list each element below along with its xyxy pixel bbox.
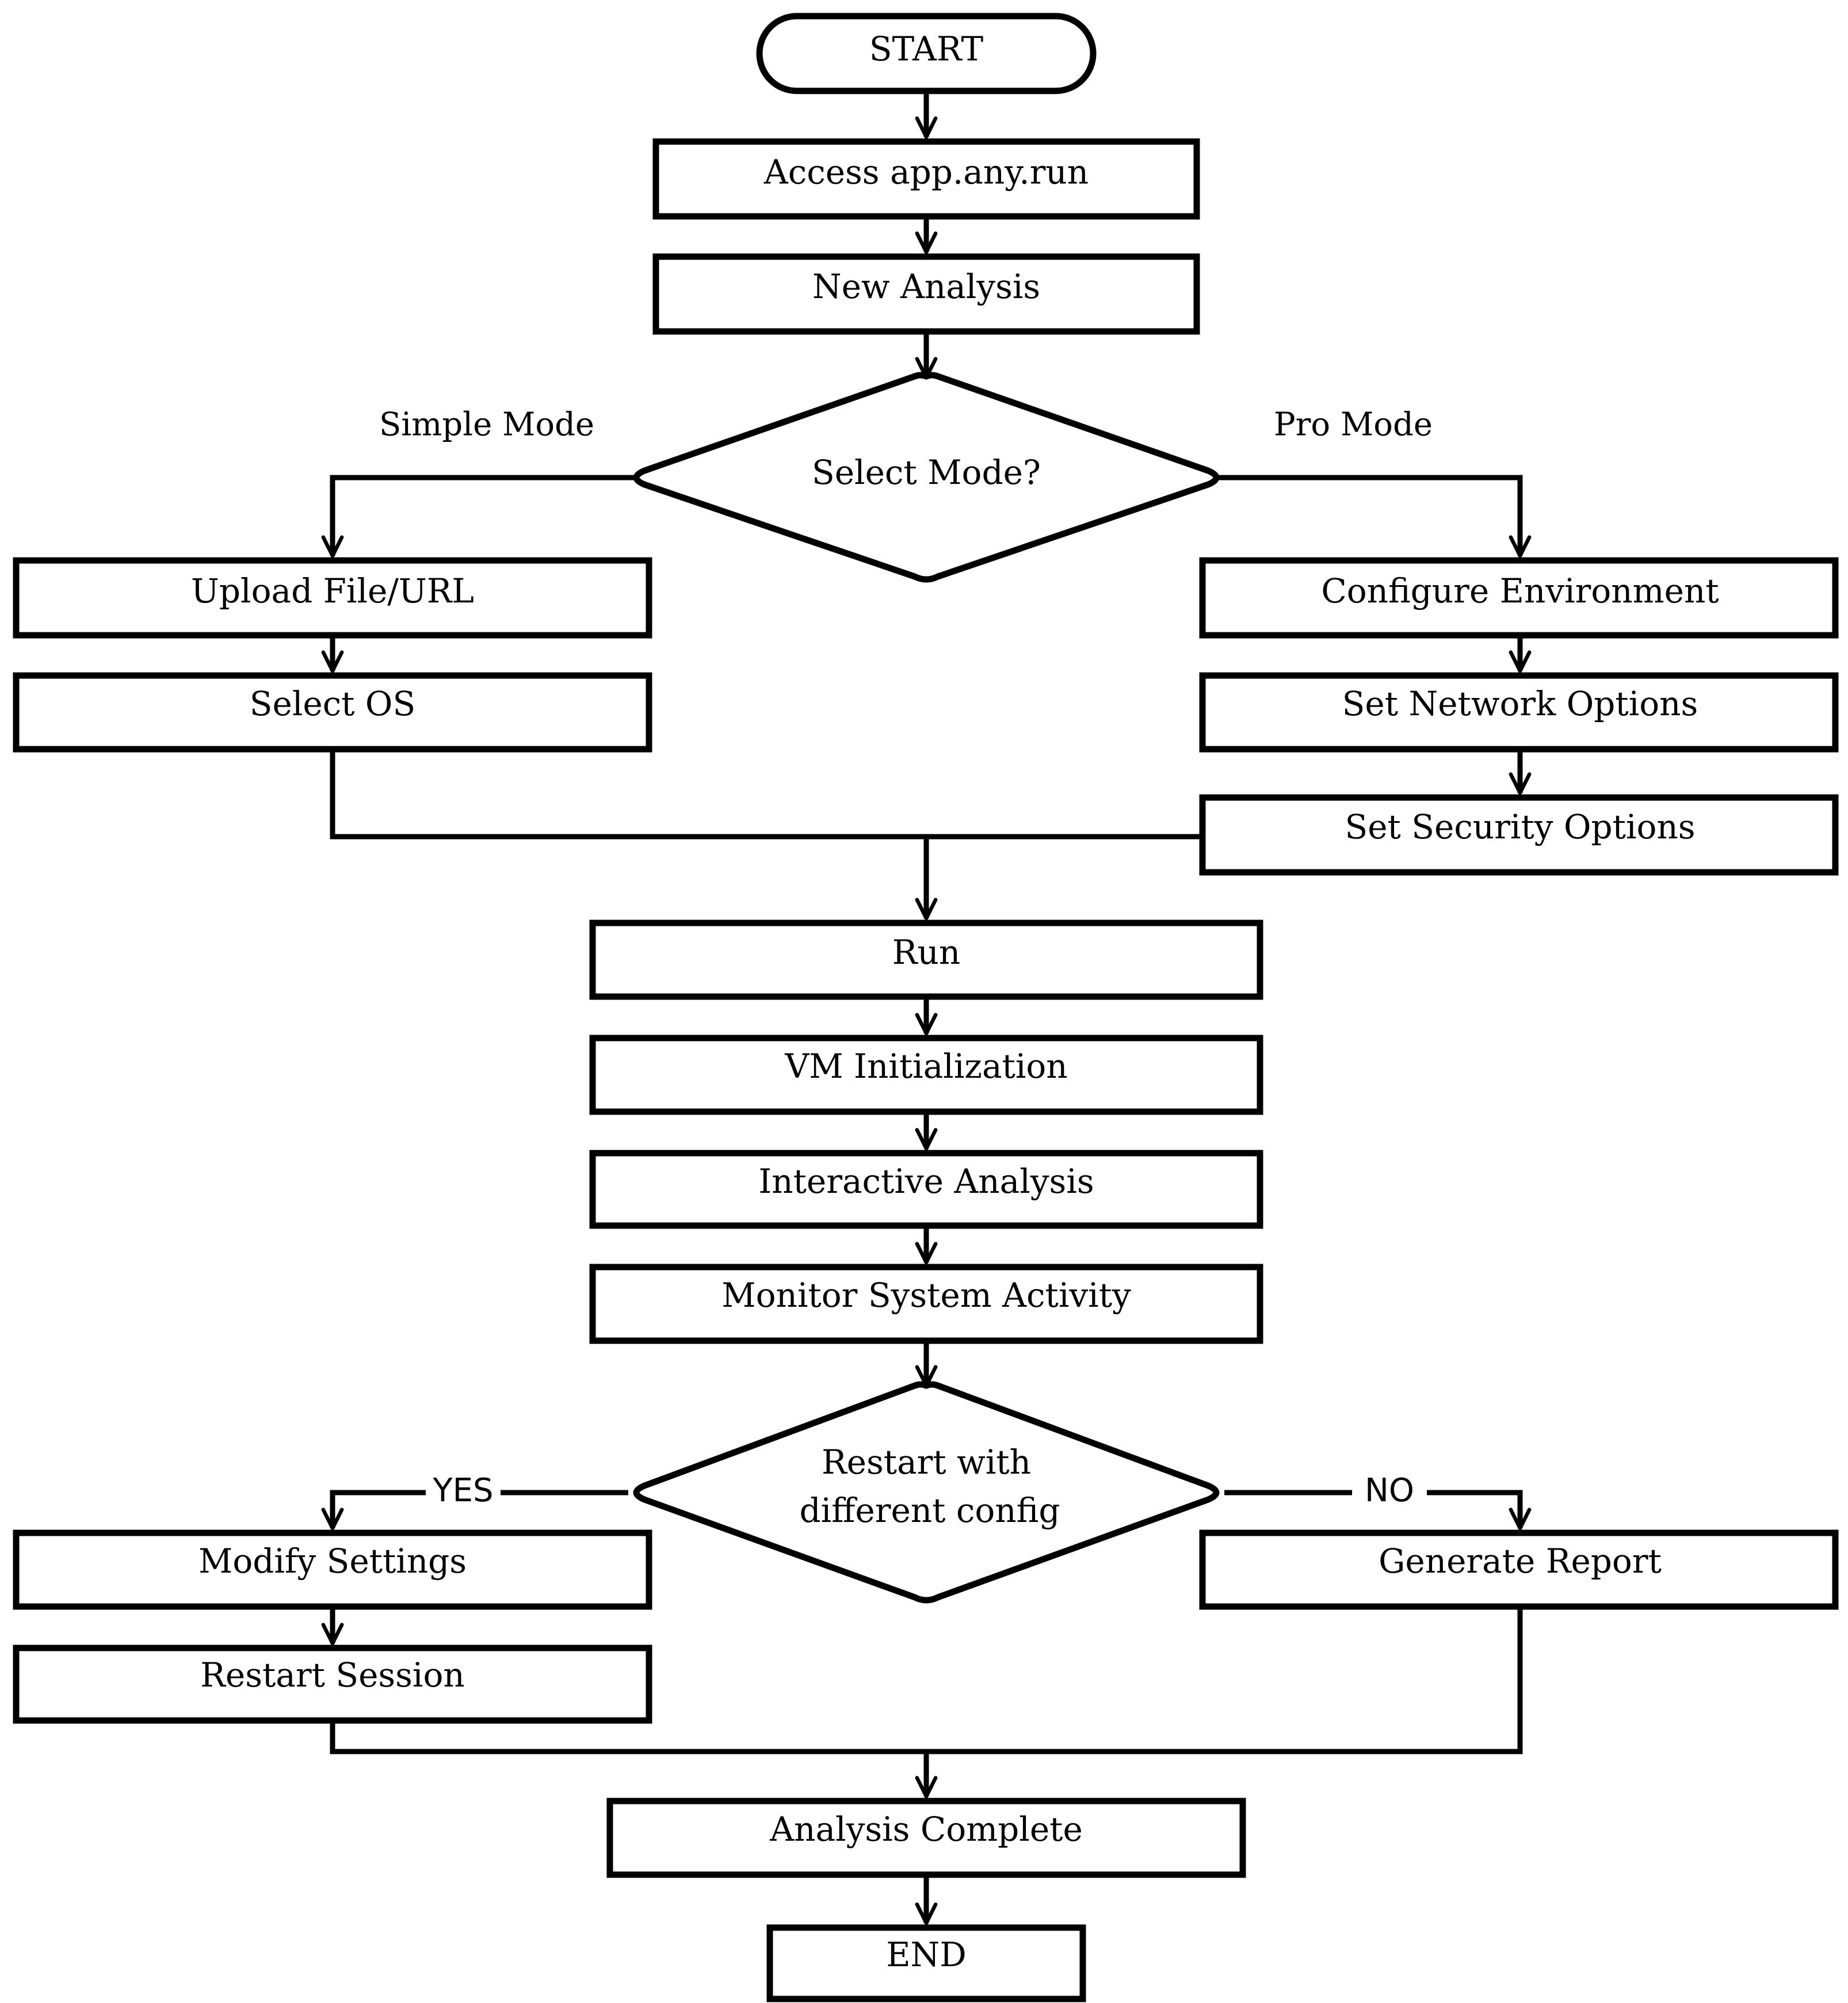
- yes-label: YES: [432, 1472, 493, 1509]
- edge-select-mode-simple: [321, 475, 634, 558]
- end-node: END: [766, 1924, 1086, 2002]
- restart-decision-line2: different config: [800, 1491, 1060, 1530]
- generate-report-node: Generate Report: [1199, 1529, 1839, 1610]
- end-label: END: [886, 1935, 967, 1974]
- restart-session-node: Restart Session: [13, 1645, 652, 1724]
- run-node: Run: [589, 920, 1263, 1000]
- edge-restart-yes: [321, 1490, 628, 1531]
- analysis-complete-label: Analysis Complete: [769, 1810, 1083, 1849]
- yes-label-group: YES: [426, 1472, 501, 1512]
- select-mode-label: Select Mode?: [812, 453, 1041, 492]
- configure-env-node: Configure Environment: [1199, 557, 1839, 639]
- network-options-label: Set Network Options: [1342, 684, 1698, 723]
- pro-mode-label: Pro Mode: [1274, 406, 1433, 444]
- select-os-node: Select OS: [13, 672, 652, 753]
- vm-init-node: VM Initialization: [589, 1035, 1263, 1115]
- monitor-node: Monitor System Activity: [589, 1264, 1263, 1344]
- generate-report-label: Generate Report: [1379, 1542, 1662, 1581]
- upload-label: Upload File/URL: [191, 571, 474, 611]
- start-node: START: [756, 13, 1097, 94]
- new-analysis-label: New Analysis: [812, 267, 1040, 306]
- nodes: START Access app.any.run New Analysis Se…: [13, 13, 1839, 2002]
- edge-restart-no: [1224, 1490, 1532, 1531]
- restart-session-label: Restart Session: [200, 1655, 465, 1695]
- connectors: [321, 93, 1532, 1925]
- edge-select-os-to-merge: [330, 751, 1202, 840]
- access-label: Access app.any.run: [763, 152, 1089, 192]
- configure-env-label: Configure Environment: [1321, 571, 1719, 611]
- start-label: START: [869, 29, 984, 68]
- upload-node: Upload File/URL: [13, 557, 652, 639]
- security-options-label: Set Security Options: [1345, 807, 1695, 846]
- edge-select-mode-pro: [1219, 475, 1532, 558]
- restart-decision: Restart with different config: [633, 1381, 1220, 1604]
- vm-init-label: VM Initialization: [784, 1047, 1067, 1086]
- select-os-label: Select OS: [250, 684, 415, 723]
- interactive-analysis-node: Interactive Analysis: [589, 1150, 1263, 1229]
- monitor-label: Monitor System Activity: [721, 1276, 1131, 1315]
- new-analysis-node: New Analysis: [652, 253, 1200, 335]
- interactive-analysis-label: Interactive Analysis: [758, 1162, 1094, 1201]
- access-node: Access app.any.run: [652, 138, 1200, 220]
- analysis-complete-node: Analysis Complete: [606, 1798, 1246, 1878]
- security-options-node: Set Security Options: [1199, 794, 1839, 876]
- modify-settings-node: Modify Settings: [13, 1529, 652, 1610]
- modify-settings-label: Modify Settings: [198, 1542, 467, 1581]
- no-label-group: NO: [1352, 1472, 1427, 1512]
- network-options-node: Set Network Options: [1199, 672, 1839, 753]
- run-label: Run: [892, 933, 960, 972]
- no-label: NO: [1365, 1472, 1414, 1509]
- simple-mode-label: Simple Mode: [379, 406, 594, 444]
- restart-decision-line1: Restart with: [822, 1443, 1031, 1482]
- select-mode-decision: Select Mode?: [633, 372, 1220, 583]
